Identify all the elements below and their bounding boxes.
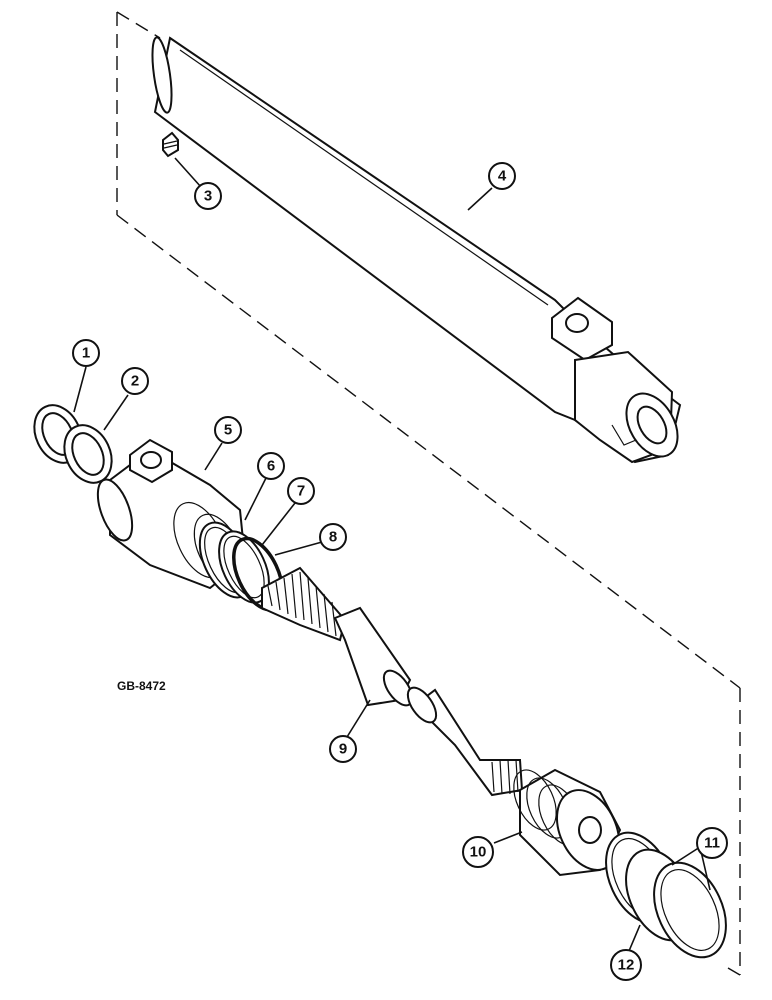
leader-lines	[73, 157, 711, 952]
reference-code: GB-8472	[117, 679, 166, 693]
callout-number: 10	[470, 844, 487, 861]
rod-end-thread-lines	[491, 759, 519, 795]
callout-number: 12	[618, 957, 635, 974]
piston-seal-icon	[625, 848, 727, 959]
callout-number: 2	[131, 373, 139, 390]
piston-icon	[513, 768, 622, 877]
callout-number: 3	[204, 188, 212, 205]
callout-8: 8	[319, 523, 347, 551]
cylinder-barrel-icon	[151, 36, 682, 464]
grease-fitting-icon	[162, 131, 179, 158]
callout-number: 11	[704, 835, 720, 852]
callout-7: 7	[287, 477, 315, 505]
callout-1: 1	[72, 339, 100, 367]
callout-12: 12	[610, 949, 642, 981]
callout-11: 11	[696, 827, 728, 859]
assembly-guide-lines	[116, 11, 741, 976]
callout-number: 1	[82, 345, 90, 362]
callout-number: 5	[224, 422, 232, 439]
rod-thread-lines	[267, 571, 337, 637]
piston-rod-icon	[261, 566, 524, 797]
callout-9: 9	[329, 735, 357, 763]
callout-number: 9	[339, 741, 347, 758]
callout-3: 3	[194, 182, 222, 210]
callout-number: 8	[329, 529, 337, 546]
callout-6: 6	[257, 452, 285, 480]
bushing-ring-icon	[63, 424, 113, 484]
callout-number: 7	[297, 483, 305, 500]
callout-4: 4	[488, 162, 516, 190]
callout-number: 6	[267, 458, 275, 475]
callout-10: 10	[462, 836, 494, 868]
callout-5: 5	[214, 416, 242, 444]
callout-number: 4	[498, 168, 507, 185]
backup-ring-icon	[218, 530, 270, 604]
callout-2: 2	[121, 367, 149, 395]
